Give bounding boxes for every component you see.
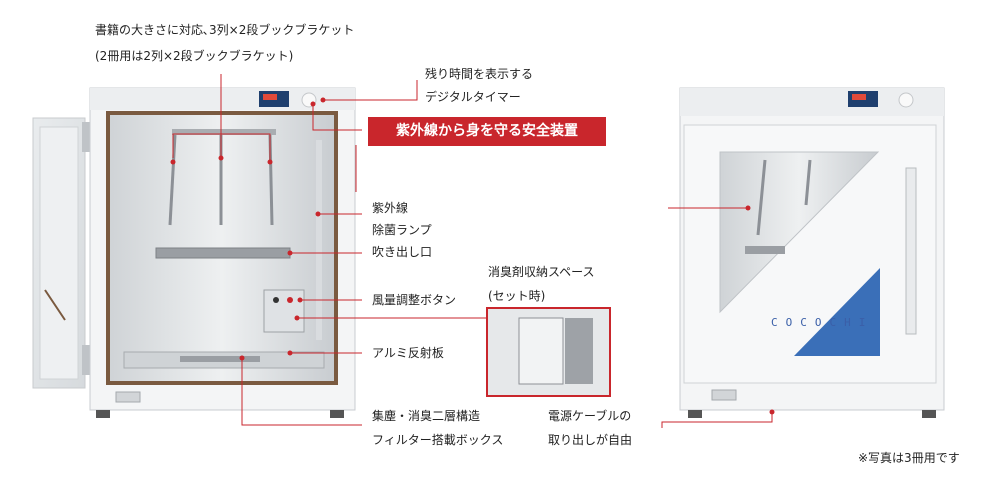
brand-logo: COCOCHI bbox=[771, 316, 874, 329]
label-reflector: アルミ反射板 bbox=[372, 346, 444, 360]
label-filter-1: 集塵・消臭二層構造 bbox=[372, 409, 481, 423]
footnote: ※写真は3冊用です bbox=[858, 451, 960, 465]
deodorant-canister bbox=[518, 317, 564, 385]
label-timer-2: デジタルタイマー bbox=[425, 90, 521, 104]
brand-triangle bbox=[794, 268, 880, 356]
label-deodorant-2: (セット時) bbox=[488, 289, 546, 303]
bracket-1 bbox=[168, 134, 177, 226]
label-power-2: 取り出しが自由 bbox=[548, 433, 633, 447]
air-outlet bbox=[155, 247, 291, 259]
label-outlet: 吹き出し口 bbox=[372, 245, 433, 259]
airflow-panel bbox=[263, 289, 305, 333]
door-glass bbox=[39, 126, 79, 380]
label-uv-lamp-1: 紫外線 bbox=[372, 201, 409, 215]
closed-cabinet bbox=[679, 87, 945, 418]
label-bracket-1: 書籍の大きさに対応､3列×2段ブックブラケット bbox=[95, 23, 355, 37]
label-uv-lamp-2: 除菌ランプ bbox=[372, 223, 432, 237]
safety-device-callout: 紫外線から身を守る安全装置 bbox=[368, 117, 606, 146]
bottom-display bbox=[115, 391, 141, 403]
callout-lines bbox=[172, 74, 773, 428]
window bbox=[719, 151, 880, 314]
uv-lamp bbox=[316, 140, 322, 340]
label-filter-2: フィルター搭載ボックス bbox=[372, 433, 504, 447]
label-power-1: 電源ケーブルの bbox=[548, 409, 632, 423]
callout-dots bbox=[170, 97, 775, 415]
label-bracket-2: (2冊用は2列×2段ブックブラケット) bbox=[95, 49, 294, 63]
label-timer-1: 残り時間を表示する bbox=[425, 67, 534, 81]
bracket-rail bbox=[172, 129, 276, 135]
hinge-bottom bbox=[82, 345, 90, 375]
label-deodorant-1: 消臭剤収納スペース bbox=[488, 265, 595, 279]
hinge-top bbox=[82, 122, 90, 152]
open-cabinet bbox=[32, 87, 356, 418]
deodorant-inset bbox=[486, 307, 611, 397]
label-airflow-button: 風量調整ボタン bbox=[372, 293, 457, 307]
door-handle bbox=[905, 167, 917, 335]
